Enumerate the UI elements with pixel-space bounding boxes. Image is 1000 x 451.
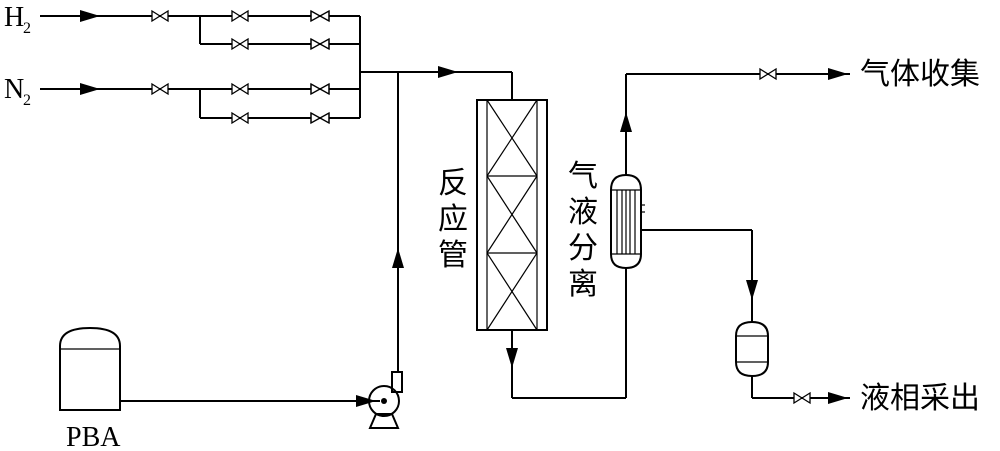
svg-text:2: 2 — [23, 92, 31, 109]
pba-suction-line — [120, 395, 380, 407]
flow-arrow-icon — [506, 348, 518, 368]
flow-arrow-icon — [746, 280, 758, 300]
control-valve-icon[interactable] — [310, 38, 330, 50]
svg-text:离: 离 — [568, 267, 598, 302]
flow-arrow-icon — [828, 392, 848, 404]
svg-text:反: 反 — [438, 166, 468, 201]
svg-text:气: 气 — [568, 159, 598, 194]
svg-text:H: H — [4, 2, 24, 33]
reactor-outlet-line — [506, 268, 627, 399]
valve-icon[interactable] — [231, 38, 249, 50]
valve-icon[interactable] — [151, 10, 169, 22]
valve-icon[interactable] — [759, 68, 777, 80]
svg-text:液: 液 — [568, 195, 598, 230]
flow-arrow-icon — [392, 248, 404, 268]
reactor-label: 反 应 管 — [438, 166, 468, 273]
gas-liquid-separator[interactable] — [610, 173, 645, 270]
flow-arrow-icon — [356, 395, 376, 407]
liquid-product-line — [751, 376, 850, 404]
svg-text:分: 分 — [568, 231, 598, 266]
pba-label: PBA — [66, 422, 121, 451]
control-valve-icon[interactable] — [310, 83, 330, 95]
feed-pump-icon[interactable] — [368, 371, 403, 429]
flow-arrow-icon — [438, 66, 458, 78]
gas-outlet-line — [620, 68, 850, 175]
liquid-outlet-line — [641, 229, 758, 322]
valve-icon[interactable] — [231, 83, 249, 95]
separator-label: 气 液 分 离 — [568, 159, 598, 302]
reactor-feed-line — [360, 66, 513, 100]
liquid-product-label: 液相采出 — [860, 381, 980, 416]
svg-text:管: 管 — [438, 238, 468, 273]
svg-text:N: N — [4, 74, 24, 105]
flow-arrow-icon — [620, 112, 632, 132]
valve-icon[interactable] — [151, 83, 169, 95]
svg-text:2: 2 — [23, 20, 31, 37]
svg-text:应: 应 — [438, 202, 468, 237]
gas-collection-label: 气体收集 — [860, 57, 980, 92]
valve-icon[interactable] — [793, 392, 811, 404]
n2-feed-line — [40, 72, 361, 119]
control-valve-icon[interactable] — [310, 112, 330, 124]
h2-feed-line — [40, 10, 361, 72]
valve-icon[interactable] — [231, 112, 249, 124]
h2-feed-label: H 2 — [4, 2, 31, 37]
n2-feed-label: N 2 — [4, 74, 31, 109]
control-valve-icon[interactable] — [310, 10, 330, 22]
valve-icon[interactable] — [231, 10, 249, 22]
reactor-tube[interactable] — [476, 99, 548, 331]
liquid-receiver-vessel[interactable] — [735, 320, 769, 378]
pba-feed-tank[interactable] — [59, 326, 121, 411]
flow-arrow-icon — [828, 68, 848, 80]
pump-discharge-line — [392, 72, 404, 372]
